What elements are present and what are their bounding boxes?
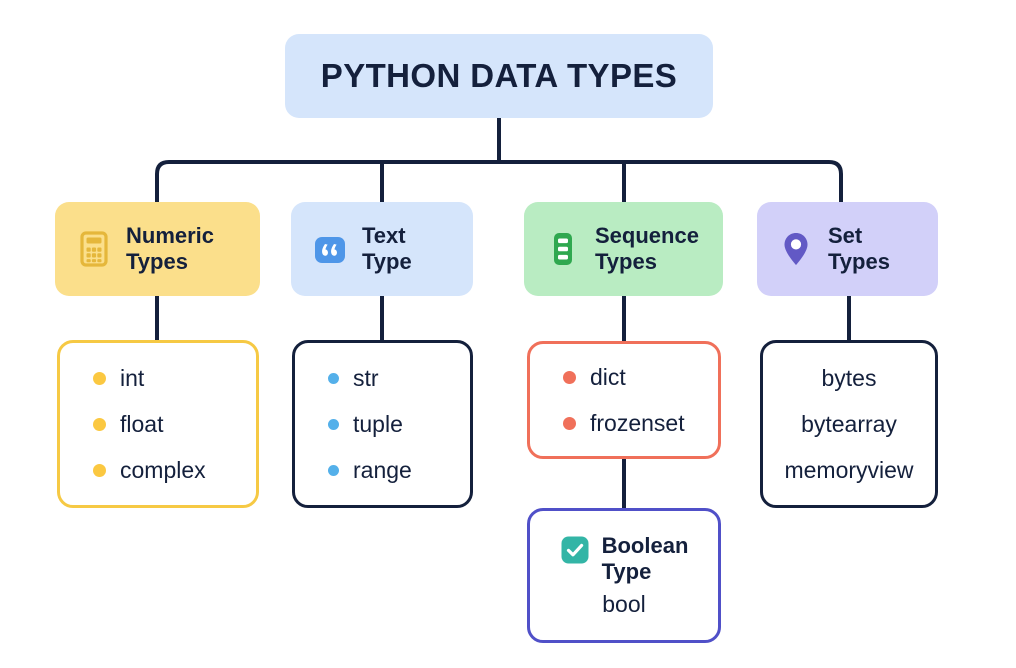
type-name: float [120,410,164,437]
bullet-dot-icon [328,418,339,430]
boolean-value: bool [602,590,646,617]
list-item: complex [60,447,256,493]
type-list-text: str tuple range [292,340,473,508]
connector-bus [155,160,843,203]
type-name: memoryview [784,456,914,483]
category-box-sequence[interactable]: Sequence Types [524,202,723,296]
bullet-dot-icon [563,416,576,430]
map-pin-icon [777,230,815,268]
quote-icon [311,230,349,268]
list-item: frozenset [530,400,718,446]
list-item: dict [530,354,718,400]
boolean-header: Boolean Type [560,533,689,584]
boolean-type-box[interactable]: Boolean Type bool [527,508,721,643]
type-name: bytes [821,364,877,391]
list-item: memoryview [763,447,935,493]
calculator-icon [75,230,113,268]
bullet-dot-icon [328,464,339,476]
list-item: int [60,355,256,401]
category-label-text: Text Type [362,223,412,274]
boolean-label: Boolean Type [601,533,689,584]
category-box-numeric[interactable]: Numeric Types [55,202,260,296]
list-item: range [295,447,470,493]
list-item: float [60,401,256,447]
list-item: bytearray [763,401,935,447]
type-list-numeric: int float complex [57,340,259,508]
type-name: str [353,364,379,391]
bullet-dot-icon [93,417,106,431]
check-square-icon [560,535,590,565]
type-name: range [353,456,412,483]
category-box-set[interactable]: Set Types [757,202,938,296]
category-label-set: Set Types [828,223,890,274]
bullet-dot-icon [563,370,576,384]
type-name: frozenset [590,409,685,436]
bullet-dot-icon [93,463,106,477]
category-label-sequence: Sequence Types [595,223,699,274]
type-name: complex [120,456,206,483]
type-list-sequence: dict frozenset [527,341,721,459]
list-item: bytes [763,355,935,401]
type-name: int [120,364,145,391]
bullet-dot-icon [93,371,106,385]
page-title: PYTHON DATA TYPES [320,57,678,94]
category-box-text[interactable]: Text Type [291,202,473,296]
list-item: tuple [295,401,470,447]
list-item: str [295,355,470,401]
bullet-dot-icon [328,372,339,384]
type-name: tuple [353,410,403,437]
diagram-title-box: PYTHON DATA TYPES [285,34,713,118]
type-name: dict [590,363,626,390]
type-name: bytearray [801,410,897,437]
category-label-numeric: Numeric Types [126,223,215,274]
type-list-set: bytes bytearray memoryview [760,340,938,508]
list-icon [544,230,582,268]
